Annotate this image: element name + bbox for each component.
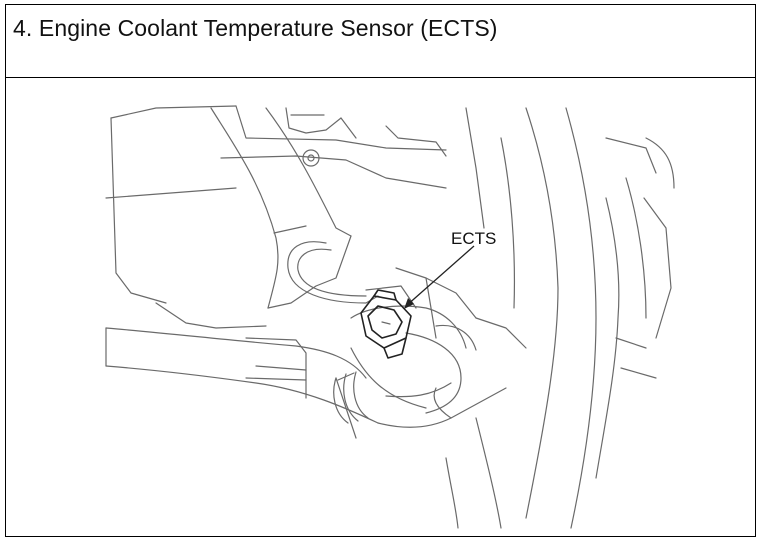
sensor-harness — [287, 241, 379, 304]
page-title: 4. Engine Coolant Temperature Sensor (EC… — [13, 15, 498, 41]
ects-sensor — [360, 289, 412, 359]
engine-block-lines — [105, 105, 527, 439]
ects-callout-label: ECTS — [451, 229, 496, 248]
bolt-head — [302, 149, 320, 167]
ects-callout-arrow — [404, 245, 475, 309]
water-outlet-housing — [350, 285, 477, 414]
header-bar: 4. Engine Coolant Temperature Sensor (EC… — [6, 5, 755, 78]
lower-hose — [105, 327, 379, 424]
right-side-hoses — [445, 107, 675, 529]
hose-clamp — [333, 371, 369, 424]
figure-frame: 4. Engine Coolant Temperature Sensor (EC… — [5, 4, 756, 537]
outlet-pipe — [377, 382, 507, 428]
engine-bay-illustration: ECTS — [105, 105, 675, 529]
illustration-area: ECTS — [6, 78, 755, 536]
upper-hose — [210, 107, 352, 309]
